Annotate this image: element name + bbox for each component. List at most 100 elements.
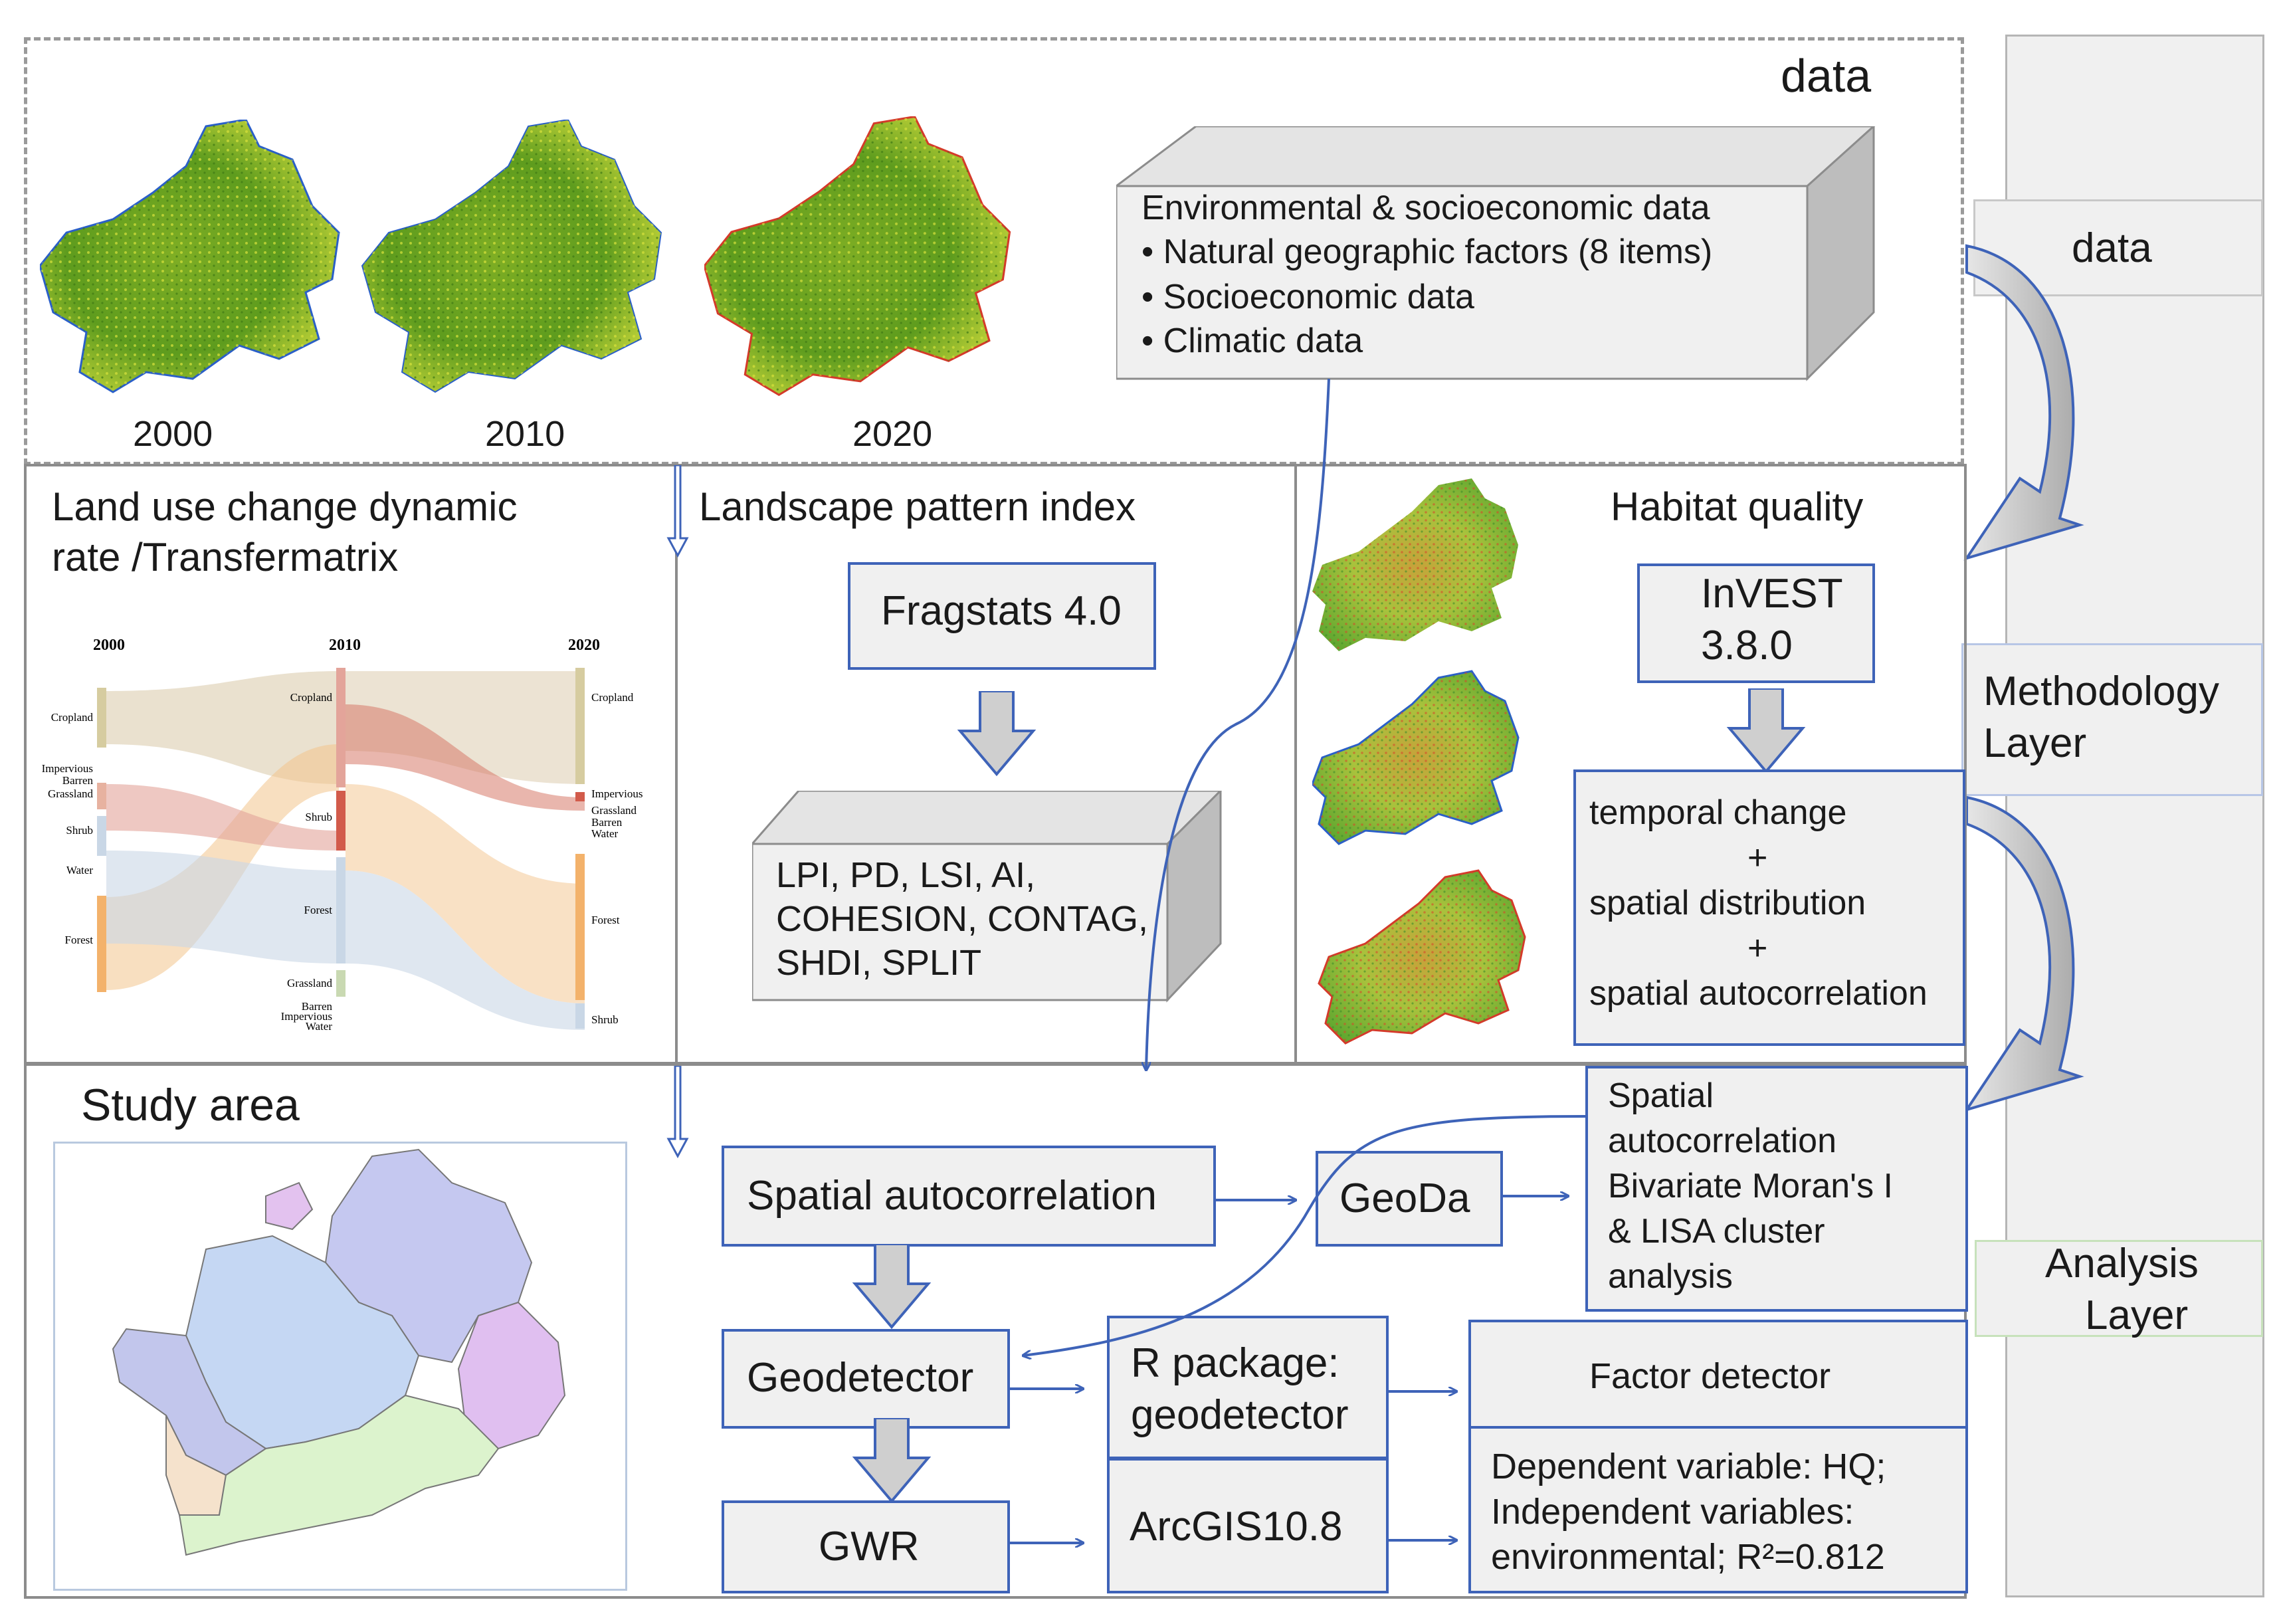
env-data-item-2: • Socioeconomic data xyxy=(1141,278,1474,316)
analysis-layer-label-1: Analysis xyxy=(2045,1241,2199,1286)
spatial-autocorrelation-label: Spatial autocorrelation xyxy=(747,1173,1157,1219)
sankey-node-right-impervious xyxy=(575,792,585,801)
arcgis-label: ArcGIS10.8 xyxy=(1130,1504,1343,1550)
spatial-autocorrelation-box xyxy=(722,1146,1216,1247)
sankey-right-label-2: Grassland xyxy=(591,804,637,817)
sankey-left-label-3: Grassland xyxy=(48,787,93,800)
down-arrow-top xyxy=(666,465,689,558)
geodetector-label: Geodetector xyxy=(747,1355,974,1401)
year-2020: 2020 xyxy=(852,414,933,454)
data-title: data xyxy=(1781,50,1872,102)
env-data-item-1: • Natural geographic factors (8 items) xyxy=(1141,233,1713,271)
sankey-mid-label-0: Cropland xyxy=(290,691,333,704)
sankey-year-2020: 2020 xyxy=(568,637,600,654)
habitat-map-3 xyxy=(1318,869,1526,1045)
sankey-mid-label-5: Impervious xyxy=(281,1010,332,1023)
sankey-node-mid-shrub xyxy=(336,791,346,851)
sankey-left-labels: CroplandImperviousBarrenGrasslandShrubWa… xyxy=(42,711,94,946)
curved-arrow-1 xyxy=(1963,244,2084,561)
sankey-diagram: 2000 2010 2020 CroplandImperviousBarrenG… xyxy=(42,637,643,1030)
sankey-left-label-5: Water xyxy=(66,864,93,876)
landuse-title-1: Land use change dynamic xyxy=(52,484,518,529)
moran-line-4: & LISA cluster xyxy=(1608,1212,1825,1251)
moran-line-3: Bivariate Moran's I xyxy=(1608,1167,1893,1205)
sankey-right-label-6: Shrub xyxy=(591,1013,619,1026)
gwr-box xyxy=(722,1500,1010,1593)
dependent-line-3: environmental; R²=0.812 xyxy=(1491,1537,1885,1577)
methodology-divider-2 xyxy=(1294,464,1297,1065)
down-arrow-analysis xyxy=(666,1066,689,1159)
sankey-left-label-1: Impervious xyxy=(42,762,93,775)
region-northwest-small xyxy=(265,1181,314,1231)
dependent-line-1: Dependent variable: HQ; xyxy=(1491,1447,1886,1486)
r-package-label-1: R package: xyxy=(1131,1340,1339,1386)
sankey-mid-label-2: Forest xyxy=(304,904,333,916)
arcgis-box xyxy=(1107,1458,1389,1593)
sankey-year-2000: 2000 xyxy=(93,637,125,654)
year-2010: 2010 xyxy=(485,414,565,454)
factor-detector-label: Factor detector xyxy=(1589,1356,1831,1396)
sankey-left-label-6: Forest xyxy=(65,934,94,946)
sankey-mid-label-1: Shrub xyxy=(305,811,332,823)
analysis-layer-label-2: Layer xyxy=(2085,1292,2189,1338)
methodology-layer-label-2: Layer xyxy=(1983,720,2087,766)
indices-line-3: SHDI, SPLIT xyxy=(776,943,982,983)
sankey-mid-label-3: Grassland xyxy=(287,977,332,989)
gwr-label: GWR xyxy=(819,1524,920,1570)
sankey-year-2010: 2010 xyxy=(329,637,361,654)
geodetector-box xyxy=(722,1329,1010,1429)
year-2000: 2000 xyxy=(133,414,213,454)
connector-moran-geodetector xyxy=(1023,1115,1586,1356)
sankey-mid-label-4: Barren xyxy=(302,1000,333,1013)
habitat-map-1 xyxy=(1312,478,1518,651)
region-south xyxy=(178,1394,500,1556)
down-arrow-fragstats xyxy=(957,691,1037,777)
sankey-right-label-0: Cropland xyxy=(591,691,634,704)
sankey-node-left-grassland xyxy=(97,783,106,809)
sankey-node-left-cropland xyxy=(97,688,106,748)
sankey-right-label-1: Impervious xyxy=(591,787,643,800)
landuse-title-2: rate /Transfermatrix xyxy=(52,535,399,579)
env-data-box-3d xyxy=(1116,126,1876,381)
dependent-box xyxy=(1468,1426,1968,1593)
fragstats-box xyxy=(848,562,1156,670)
invest-box xyxy=(1637,563,1875,683)
habitat-maps xyxy=(1312,478,1526,1045)
moran-box xyxy=(1585,1066,1968,1312)
map-2020 xyxy=(704,116,1011,397)
sankey-node-right-forest xyxy=(575,854,585,1000)
env-data-title: Environmental & socioeconomic data xyxy=(1141,189,1710,227)
map-2000 xyxy=(40,120,340,393)
indices-line-1: LPI, PD, LSI, AI, xyxy=(776,855,1036,895)
habitat-title: Habitat quality xyxy=(1611,484,1864,529)
habitat-analysis-3: spatial distribution xyxy=(1589,884,1866,922)
invest-label-1: InVEST xyxy=(1701,571,1843,617)
sankey-right-label-3: Barren xyxy=(591,816,623,829)
landscape-title: Landscape pattern index xyxy=(699,484,1136,529)
indices-box-3d xyxy=(752,791,1223,1003)
habitat-analysis-5: spatial autocorrelation xyxy=(1589,974,1928,1013)
r-package-box xyxy=(1107,1316,1389,1459)
r-package-label-2: geodetector xyxy=(1131,1392,1349,1438)
habitat-analysis-1: temporal change xyxy=(1589,793,1847,832)
invest-label-2: 3.8.0 xyxy=(1701,623,1793,668)
down-arrow-geodetector-gwr xyxy=(852,1418,932,1504)
methodology-layer-label-1: Methodology xyxy=(1983,668,2220,714)
sankey-right-label-4: Water xyxy=(591,827,618,840)
sankey-node-mid-grassland xyxy=(336,970,346,997)
habitat-analysis-box xyxy=(1573,769,1965,1046)
study-area-title: Study area xyxy=(81,1080,300,1130)
sankey-left-label-0: Cropland xyxy=(51,711,94,724)
sankey-node-right-cropland xyxy=(575,668,585,784)
methodology-layer-box xyxy=(1961,643,2263,796)
sankey-node-left-shrub xyxy=(97,816,106,856)
down-arrow-sa-geodetector xyxy=(852,1244,932,1330)
sankey-mid-labels: CroplandShrubForestGrasslandBarrenImperv… xyxy=(281,691,333,1030)
sankey-node-mid-forest xyxy=(336,857,346,964)
sankey-right-label-5: Forest xyxy=(591,914,620,926)
region-east xyxy=(457,1301,566,1450)
habitat-map-2 xyxy=(1312,670,1520,845)
dependent-line-2: Independent variables: xyxy=(1491,1492,1854,1532)
sankey-mid-label-6: Water xyxy=(306,1020,332,1030)
